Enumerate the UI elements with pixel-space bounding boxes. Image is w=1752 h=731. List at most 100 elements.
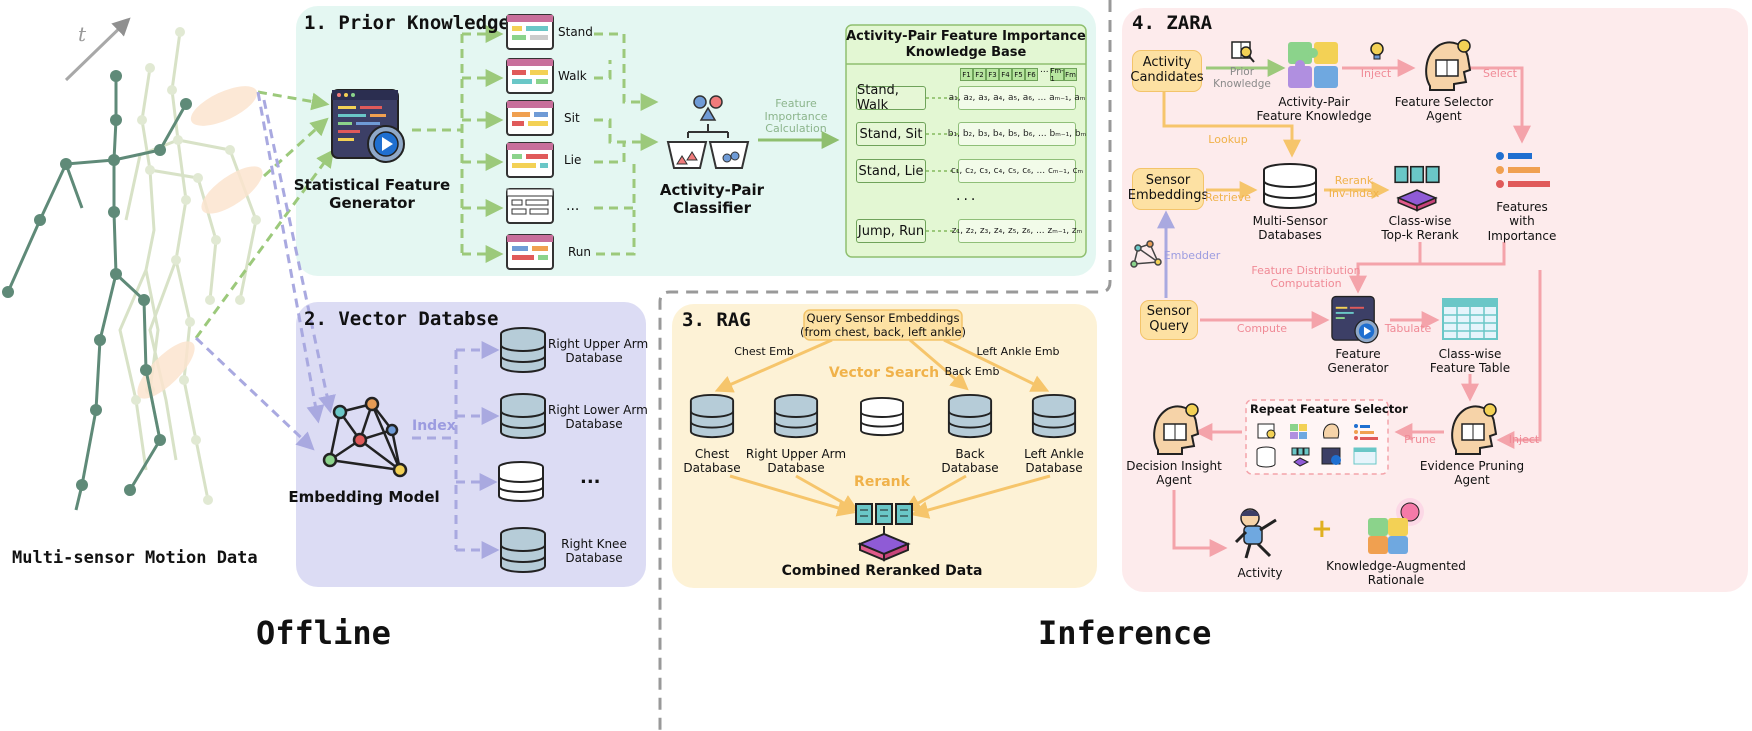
- activity-item-stand: Stand: [506, 14, 596, 50]
- embedder-edge: Embedder: [1163, 249, 1221, 262]
- rationale-icon: [1364, 496, 1428, 556]
- database-icon: [1031, 393, 1077, 439]
- phase-separator: [658, 0, 1112, 731]
- activity-label: Activity: [1237, 566, 1283, 580]
- rationale-label: Knowledge-Augmented Rationale: [1326, 559, 1466, 588]
- activity-item-run: Run: [506, 234, 596, 270]
- decision-insight-agent-icon: [1148, 400, 1202, 456]
- pair-knowledge-label: Activity-Pair Feature Knowledge: [1256, 95, 1372, 124]
- puzzle-icon: [1286, 40, 1340, 92]
- kb-pair: Stand, Sit: [856, 122, 926, 146]
- lookup-edge: Lookup: [1208, 133, 1248, 146]
- database-icon: [773, 393, 819, 439]
- kb-values: a₁, a₂, a₃, a₄, a₅, a₆, ... aₘ₋₁, aₘ: [949, 86, 1085, 110]
- embedder-graph-icon: [1130, 240, 1162, 268]
- combined-reranked-label: Combined Reranked Data: [781, 563, 983, 579]
- rag-db-label: Left Ankle Database: [1024, 447, 1084, 476]
- vector-db-3: [496, 460, 546, 504]
- combined-rerank-icon: [852, 500, 916, 562]
- database-icon: [500, 327, 546, 373]
- kb-feature-cell: F6: [1025, 68, 1038, 81]
- sensor-embeddings-box: Sensor Embeddings: [1128, 168, 1208, 210]
- vector-database-title: 2. Vector Databse: [304, 308, 499, 330]
- rag-db-label: Back Database: [941, 447, 999, 476]
- inject-bulb-icon: [1366, 40, 1388, 62]
- kb-feature-cell: F3: [986, 68, 999, 81]
- database-icon: [947, 393, 993, 439]
- feature-selector-agent-icon: [1420, 36, 1474, 92]
- embedding-model-label: Embedding Model: [288, 488, 440, 506]
- prune-edge: Prune: [1404, 433, 1436, 446]
- database-icon: [500, 393, 546, 439]
- tabulate-edge: Tabulate: [1384, 322, 1432, 335]
- kb-pair: Stand, Walk: [856, 83, 926, 113]
- rerank-label: Rerank: [854, 474, 910, 490]
- features-importance-icon: [1494, 150, 1552, 194]
- kb-feature-ellipsis: ...: [1040, 65, 1049, 75]
- rag-db-label: Right Upper Arm Database: [745, 447, 847, 476]
- database-icon: [1263, 163, 1317, 209]
- kb-values: z₁, z₂, z₃, z₄, z₅, z₆, ... zₘ₋₁, zₘ: [952, 219, 1082, 243]
- skeleton-main-joints: [2, 70, 192, 496]
- prior-knowledge-title: 1. Prior Knowledge: [304, 12, 510, 34]
- rag-db-left-ankle: [1030, 392, 1078, 442]
- vector-db-label: Right Lower Arm Database: [548, 403, 648, 431]
- rag-db-chest: [688, 392, 736, 442]
- database-icon: [689, 393, 735, 439]
- feature-generator-icon: [1330, 294, 1380, 344]
- feature-generator-label: Feature Generator: [1327, 347, 1389, 376]
- kb-feature-cell: Fm-1: [1050, 66, 1064, 83]
- activity-label: Stand: [558, 25, 593, 39]
- offline-label: Offline: [256, 614, 391, 652]
- query-embeddings-label: Query Sensor Embeddings (from chest, bac…: [799, 311, 967, 339]
- classifier-label: Activity-Pair Classifier: [659, 181, 765, 217]
- kb-values: b₁, b₂, b₃, b₄, b₅, b₆, ... bₘ₋₁, bₘ: [948, 122, 1086, 146]
- database-icon: [860, 396, 904, 437]
- vector-db-label: ...: [580, 467, 601, 488]
- kb-pair: Jump, Run: [856, 219, 926, 243]
- feature-selector-agent-label: Feature Selector Agent: [1394, 95, 1494, 124]
- activity-item-lie: Lie: [506, 142, 596, 178]
- chest-emb-label: Chest Emb: [734, 345, 794, 358]
- kb-feature-cell: F2: [973, 68, 986, 81]
- statistical-generator-icon: [330, 86, 406, 164]
- statistical-generator-label: Statistical Feature Generator: [293, 176, 451, 212]
- kb-feature-cell: F5: [1012, 68, 1025, 81]
- retrieve-edge: Retrieve: [1205, 191, 1251, 204]
- repeat-selector-box: [1245, 399, 1389, 475]
- motion-data-caption: Multi-sensor Motion Data: [12, 548, 258, 568]
- kb-ellipsis: ...: [956, 188, 979, 204]
- database-icon: [498, 461, 544, 502]
- activity-item-sit: Sit: [506, 100, 596, 136]
- kb-feature-cell: F4: [999, 68, 1012, 81]
- activity-list: Stand Walk Sit Lie ... Run: [506, 14, 596, 270]
- sensor-query-box: Sensor Query: [1140, 300, 1198, 340]
- repeat-selector-icons: [1256, 420, 1380, 470]
- inject-edge: Inject: [1360, 67, 1392, 80]
- kb-values: c₁, c₂, c₃, c₄, c₅, c₆, ... cₘ₋₁, cₘ: [951, 159, 1083, 183]
- activity-item-walk: Walk: [506, 58, 596, 94]
- activity-label: Sit: [564, 111, 580, 125]
- classwise-rerank-label: Class-wise Top-k Rerank: [1381, 214, 1459, 243]
- activity-item-ellipsis: ...: [506, 188, 596, 224]
- book-search-icon: [1230, 38, 1256, 64]
- zara-panel: [1122, 8, 1748, 592]
- database-icon: [500, 527, 546, 573]
- time-arrow: [64, 17, 131, 82]
- kb-feature-cell: F1: [960, 68, 973, 81]
- activity-candidates-box: Activity Candidates: [1130, 50, 1204, 92]
- kb-title: Activity-Pair Feature Importance Knowled…: [846, 29, 1086, 60]
- embedding-model-icon: [322, 396, 408, 478]
- rerank-inv-edge: Rerank Inv-index: [1328, 174, 1380, 200]
- activity-label: Walk: [558, 69, 587, 83]
- evidence-pruning-agent-icon: [1446, 400, 1500, 456]
- rag-db-right-upper-arm: [772, 392, 820, 442]
- activity-label: Lie: [564, 153, 582, 167]
- rag-db-back: [946, 392, 994, 442]
- vector-search-label: Vector Search: [828, 365, 940, 381]
- rag-db-other: [858, 396, 906, 438]
- activity-person-icon: [1232, 506, 1282, 562]
- index-label: Index: [412, 418, 456, 434]
- skeleton-ghost-joints: [131, 27, 261, 505]
- importance-edge-label: Feature Importance Calculation: [764, 97, 828, 136]
